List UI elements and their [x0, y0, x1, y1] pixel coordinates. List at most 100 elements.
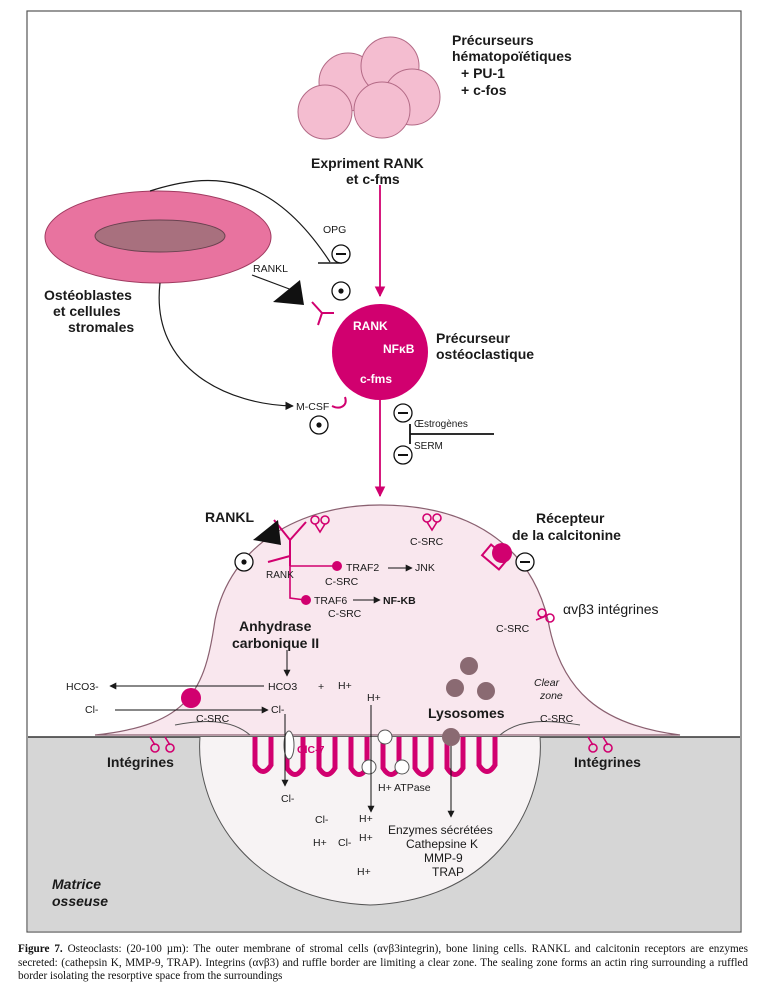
label-csrc-right: C-SRC: [496, 623, 530, 635]
actin-ring-left: [174, 720, 251, 736]
label-csrc-traf6: C-SRC: [328, 608, 362, 620]
atpase-pump-1: [377, 729, 393, 745]
label-integrins: αvβ3 intégrines: [563, 601, 659, 617]
label-clear-2: zone: [539, 690, 563, 702]
label-csrc-traf2: C-SRC: [325, 576, 359, 588]
label-precursors-4: + c-fos: [461, 82, 507, 98]
label-cl-lacuna-2: Cl-: [315, 814, 329, 826]
rank-osteoclast: [267, 519, 307, 566]
rankl-big-plus-sign: [234, 552, 254, 572]
label-hplus-lacuna-3: H+: [359, 832, 373, 844]
traf6-dot: [301, 595, 311, 605]
label-rankl-small: RANKL: [253, 263, 288, 275]
rankl-big-triangle: [253, 520, 281, 545]
label-clc7: ClC-7: [297, 744, 325, 756]
label-precursor-osteo-1: Précurseur: [436, 330, 510, 346]
rankl-plus-sign: [331, 281, 351, 301]
label-osteoblasts-3: stromales: [68, 319, 134, 335]
label-nfkb: NFκB: [383, 342, 415, 356]
label-traf2: TRAF2: [346, 562, 379, 574]
lysosomes: [442, 657, 495, 746]
traf2-dot: [332, 561, 342, 571]
label-hplus-lacuna-2: H+: [313, 837, 327, 849]
hematopoietic-precursors-cluster: [297, 36, 441, 140]
label-matrix-1: Matrice: [52, 876, 101, 892]
opg-inhibition-line: [149, 179, 331, 263]
label-hplus-lacuna-1: H+: [359, 813, 373, 825]
label-precursors-1: Précurseurs: [452, 32, 534, 48]
label-integrines-left: Intégrines: [107, 754, 174, 770]
label-jnk: JNK: [415, 562, 435, 574]
label-plus: +: [318, 681, 324, 693]
label-hco3-in: HCO3: [268, 681, 297, 693]
label-precursor-osteo-2: ostéoclastique: [436, 346, 534, 362]
label-hplus-2: H+: [367, 692, 381, 704]
label-precursors-3: + PU-1: [461, 65, 505, 81]
label-receptor-2: de la calcitonine: [512, 527, 621, 543]
osteoblast-cell: [44, 190, 272, 284]
label-csrc-top: C-SRC: [410, 536, 444, 548]
ruffled-border: [252, 737, 498, 777]
rankl-line: [251, 274, 293, 291]
label-mcsf: M-CSF: [296, 401, 329, 413]
label-osteoblasts-1: Ostéoblastes: [44, 287, 132, 303]
mcsf-plus-sign: [309, 415, 329, 435]
caption-label: Figure 7.: [18, 943, 63, 955]
label-enzymes-2: Cathepsine K: [406, 837, 478, 851]
integrin-top: [310, 513, 555, 623]
rank-receptor: [311, 301, 334, 326]
osteoblast-nucleus: [94, 219, 226, 253]
label-atpase: H+ ATPase: [378, 782, 431, 794]
atpase-pump-2: [361, 759, 377, 775]
label-clear-1: Clear: [534, 677, 560, 689]
label-rank: RANK: [353, 319, 388, 333]
label-expresses-2: et c-fms: [346, 171, 400, 187]
figure-caption: Figure 7. Osteoclasts: (20-100 µm): The …: [18, 943, 748, 984]
label-cfms: c-fms: [360, 372, 392, 386]
actin-ring-right: [499, 720, 581, 736]
label-nfkb-bold: NF-KB: [383, 595, 416, 607]
label-cl-in: Cl-: [271, 704, 285, 716]
atpase-pump-3: [394, 759, 410, 775]
label-anhydrase-1: Anhydrase: [239, 618, 312, 634]
label-opg: OPG: [323, 224, 346, 236]
label-hplus-lacuna-4: H+: [357, 866, 371, 878]
label-csrc-bottom-right: C-SRC: [540, 713, 574, 725]
label-cl-lacuna-3: Cl-: [338, 837, 352, 849]
label-hco3-out: HCO3-: [66, 681, 99, 693]
calcitonin-receptor: [480, 543, 512, 571]
label-lysosomes: Lysosomes: [428, 705, 505, 721]
rankl-triangle: [273, 280, 304, 305]
label-precursors-2: hématopoïétiques: [452, 48, 572, 64]
label-rankl-big: RANKL: [205, 509, 254, 525]
clc7-channel: [283, 730, 295, 760]
label-enzymes-3: MMP-9: [424, 851, 463, 865]
cfms-receptor: [331, 396, 347, 409]
mcsf-arrow: [158, 282, 294, 411]
label-rank-small: RANK: [266, 570, 294, 581]
label-osteoblasts-2: et cellules: [53, 303, 121, 319]
osteoclast-cell: [94, 504, 681, 736]
integrin-right: [587, 736, 613, 753]
label-traf6: TRAF6: [314, 595, 347, 607]
label-anhydrase-2: carbonique II: [232, 635, 319, 651]
label-enzymes-1: Enzymes sécrétées: [388, 823, 493, 837]
integrin-left: [149, 736, 175, 753]
calcitonin-minus-sign: [515, 552, 535, 572]
label-serm: SERM: [414, 441, 443, 452]
caption-text: Osteoclasts: (20-100 µm): The outer memb…: [18, 943, 748, 983]
label-hplus-1: H+: [338, 680, 352, 692]
label-integrines-right: Intégrines: [574, 754, 641, 770]
label-cl-lacuna-1: Cl-: [281, 793, 295, 805]
osteoclast-precursor-cell: [332, 304, 428, 400]
opg-minus-sign: [331, 244, 351, 264]
label-receptor-1: Récepteur: [536, 510, 605, 526]
osteoclast-diagram: Précurseurs hématopoïétiques + PU-1 + c-…: [26, 10, 742, 933]
oestrogenes-minus-sign: [393, 403, 413, 423]
serm-minus-sign: [393, 445, 413, 465]
traf6-link: [289, 566, 306, 601]
label-oestrogenes: Œstrogènes: [414, 419, 468, 430]
label-cl-out: Cl-: [85, 704, 99, 716]
label-enzymes-4: TRAP: [432, 865, 464, 879]
label-matrix-2: osseuse: [52, 893, 108, 909]
